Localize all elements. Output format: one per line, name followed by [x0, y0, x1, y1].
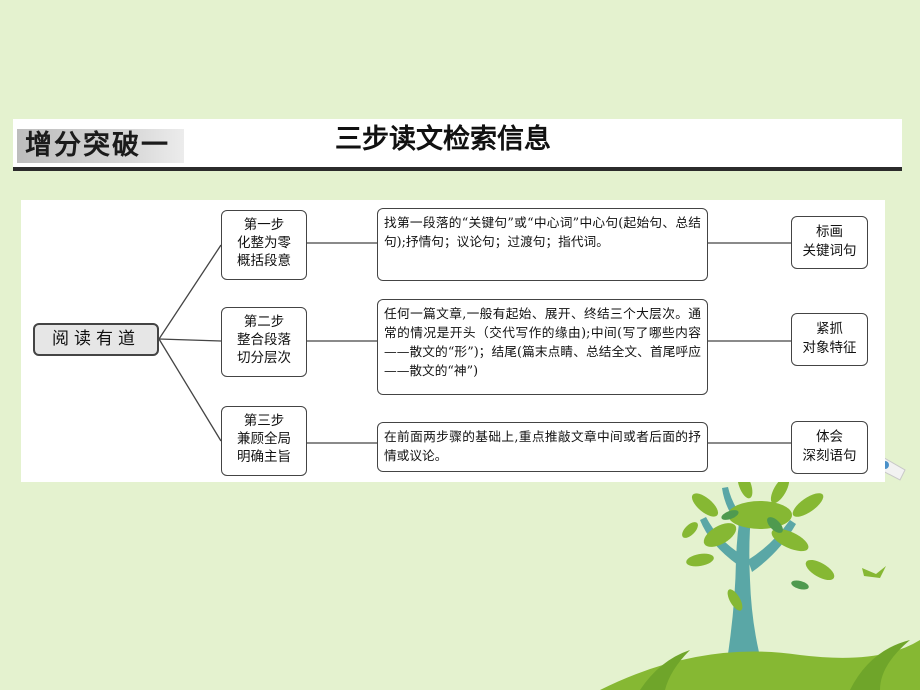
header-divider — [13, 167, 902, 171]
step-1-description: 找第一段落的“关键句”或“中心词”中心句(起始句、总结句);抒情句；议论句；过渡… — [377, 208, 708, 281]
bird-icon — [862, 566, 886, 578]
step-2-result: 紧抓 对象特征 — [791, 313, 868, 366]
tree-leaves — [682, 471, 835, 611]
step-2-line-3: 切分层次 — [237, 350, 291, 366]
step-3-result: 体会 深刻语句 — [791, 421, 868, 474]
step-1-box: 第一步 化整为零 概括段意 — [221, 210, 307, 280]
step-3-line-1: 第三步 — [243, 413, 285, 429]
section-tag: 增分突破一 — [17, 129, 184, 163]
step-2-result-line-1: 紧抓 — [816, 321, 843, 337]
step-2-box: 第二步 整合段落 切分层次 — [221, 307, 307, 377]
step-3-box: 第三步 兼顾全局 明确主旨 — [221, 406, 307, 476]
step-2-line-2: 整合段落 — [237, 332, 291, 348]
step-3-line-2: 兼顾全局 — [237, 431, 291, 447]
reading-method-diagram: 阅读有道 第一步 化整为零 概括段意 找第一段落的“关键句”或“中心词”中心句(… — [21, 200, 885, 482]
step-1-line-1: 第一步 — [243, 217, 285, 233]
step-3-line-3: 明确主旨 — [237, 449, 291, 465]
step-3-result-line-2: 深刻语句 — [802, 448, 857, 464]
step-1-result: 标画 关键词句 — [791, 216, 868, 269]
section-header: 增分突破一 三步读文检索信息 — [13, 119, 902, 171]
connector-lines — [158, 242, 791, 444]
grass — [600, 640, 920, 690]
step-1-result-line-2: 关键词句 — [802, 243, 857, 259]
step-3-result-line-1: 体会 — [816, 429, 843, 445]
step-2-result-line-2: 对象特征 — [802, 340, 857, 356]
page-title: 三步读文检索信息 — [335, 124, 551, 155]
step-1-line-3: 概括段意 — [237, 253, 291, 269]
step-2-line-1: 第二步 — [243, 314, 285, 330]
root-node: 阅读有道 — [33, 323, 159, 356]
step-3-description: 在前面两步骤的基础上,重点推敲文章中间或者后面的抒情或议论。 — [377, 422, 708, 472]
step-2-description: 任何一篇文章,一般有起始、展开、终结三个大层次。通常的情况是开头（交代写作的缘由… — [377, 299, 708, 395]
step-1-line-2: 化整为零 — [237, 235, 291, 251]
step-1-result-line-1: 标画 — [816, 224, 843, 240]
